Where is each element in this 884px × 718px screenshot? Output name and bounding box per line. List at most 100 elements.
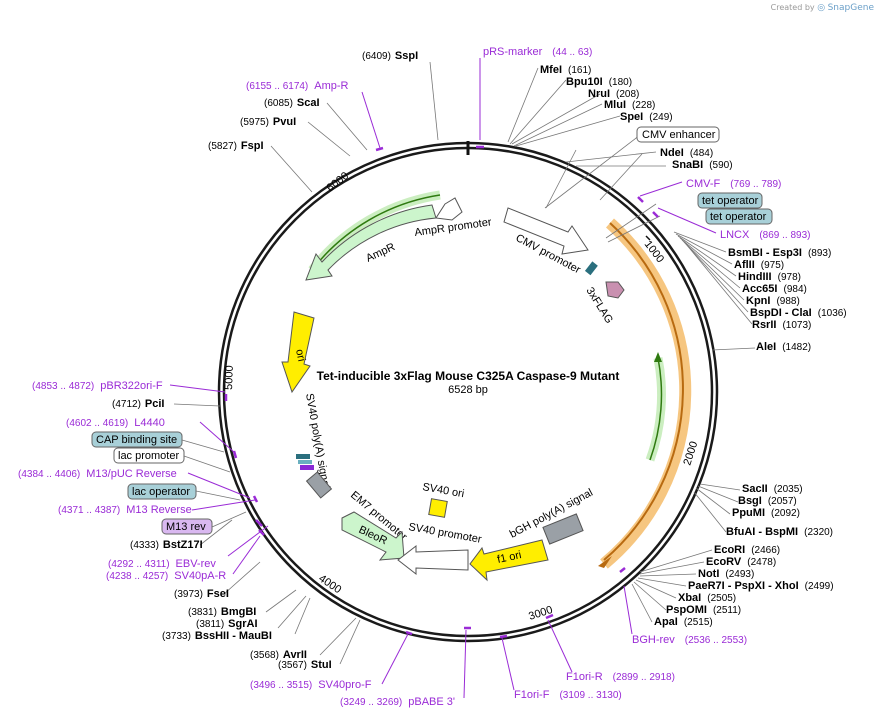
primer-pbabe3[interactable]: (3249 .. 3269)pBABE 3' — [340, 696, 455, 708]
site-alei[interactable]: AleI(1482) — [756, 341, 811, 353]
f1-ori-label: f1 ori — [496, 549, 522, 566]
site-srui[interactable]: NruI(208) — [588, 88, 639, 100]
box-tet-operator-2[interactable] — [705, 208, 773, 225]
sv40-promoter-arrow — [397, 544, 469, 576]
left-site-labels: (6409)SspI (6085)ScaI (5975)PvuI (5827)F… — [112, 50, 418, 671]
small-feature-teal-2 — [298, 460, 312, 464]
primer-ebv-rev[interactable]: (4292 .. 4311)EBV-rev — [108, 558, 216, 570]
primer-ticks — [224, 145, 659, 639]
site-ppumi[interactable]: PpuMI(2092) — [732, 507, 800, 519]
orf-arrow-green-right — [649, 357, 663, 461]
site-pspomi[interactable]: PspOMI(2511) — [666, 604, 741, 616]
site-hindiii[interactable]: HindIII(978) — [738, 271, 801, 283]
site-sacii[interactable]: SacII(2035) — [742, 483, 803, 495]
sv40-polya-box — [305, 471, 333, 499]
site-noti[interactable]: NotI(2493) — [698, 568, 754, 580]
site-snabi[interactable]: SnaBI(590) — [672, 159, 733, 171]
orf-arrowhead-green-right — [654, 352, 662, 362]
snapgene-logo-icon: ◎ — [817, 3, 826, 13]
tick-mark-1000 — [645, 235, 651, 241]
site-aflii[interactable]: AflII(975) — [734, 259, 784, 271]
box-tet-operator-1-text: tet operator — [702, 195, 759, 207]
ampr-arrow — [305, 204, 437, 281]
ori-arrow — [281, 311, 315, 394]
primer-m13-puc-reverse[interactable]: (4384 .. 4406)M13/pUC Reverse — [18, 468, 177, 480]
site-bpu10i[interactable]: Bpu10I(180) — [566, 76, 632, 88]
site-sgrai[interactable]: (3811)SgrAI — [196, 618, 258, 630]
site-bstz17i[interactable]: (4333)BstZ17I — [130, 539, 203, 551]
site-xbai[interactable]: XbaI(2505) — [678, 592, 736, 604]
orf-arrow-orange — [603, 222, 684, 561]
site-ndei[interactable]: NdeI(484) — [660, 147, 713, 159]
primer-cmv-f[interactable]: CMV-F(769 .. 789) — [686, 178, 781, 190]
cmv-promoter-arrow — [503, 207, 589, 255]
plasmid-name: Tet-inducible 3xFlag Mouse C325A Caspase… — [317, 369, 620, 383]
primer-amp-r[interactable]: (6155 .. 6174)Amp-R — [246, 80, 349, 92]
site-stui[interactable]: (3567)StuI — [278, 659, 332, 671]
sv40-promoter-label: SV40 promoter — [407, 521, 482, 546]
site-bsmbi[interactable]: BsmBI - Esp3I(893) — [728, 247, 831, 259]
primer-bgh-rev[interactable]: BGH-rev(2536 .. 2553) — [632, 634, 747, 646]
site-acc65i[interactable]: Acc65I(984) — [742, 283, 807, 295]
site-bmgbi[interactable]: (3831)BmgBI — [188, 606, 256, 618]
snapgene-credit: Created by ◎ SnapGene — [771, 3, 874, 13]
site-bsshii[interactable]: (3733)BssHII - MauBI — [162, 630, 272, 642]
primer-lncx[interactable]: LNCX(869 .. 893) — [720, 229, 811, 241]
box-lac-promoter-text: lac promoter — [118, 450, 179, 462]
primer-labels: pRS-marker(44 .. 63) (6155 .. 6174)Amp-R… — [18, 46, 811, 708]
site-ecori[interactable]: EcoRI(2466) — [714, 544, 780, 556]
right-site-labels: MfeI(161) Bpu10I(180) NruI(208) MluI(228… — [540, 64, 847, 628]
site-apai[interactable]: ApaI(2515) — [654, 616, 713, 628]
credit-prefix: Created by — [770, 3, 815, 12]
site-ecorv[interactable]: EcoRV(2478) — [706, 556, 776, 568]
ori-label: ori — [293, 348, 307, 362]
sv40-ori-label: SV40 ori — [421, 481, 465, 500]
tet-operator-marker — [584, 261, 598, 276]
box-cmv-enhancer[interactable] — [636, 126, 720, 143]
plasmid-size: 6528 bp — [448, 384, 488, 396]
box-lac-promoter[interactable] — [113, 447, 185, 464]
primer-l4440[interactable]: (4602 .. 4619)L4440 — [66, 417, 165, 429]
site-fsei[interactable]: (3973)FseI — [174, 588, 229, 600]
primer-m13-reverse[interactable]: (4371 .. 4387)M13 Reverse — [58, 504, 192, 516]
primer-pbr322ori-f[interactable]: (4853 .. 4872)pBR322ori-F — [32, 380, 163, 392]
box-lac-operator[interactable] — [127, 483, 197, 500]
box-cap-binding-site[interactable] — [91, 431, 183, 448]
primer-sv40pa-r[interactable]: (4238 .. 4257)SV40pA-R — [106, 570, 226, 582]
site-scai[interactable]: (6085)ScaI — [264, 97, 320, 109]
site-mlui[interactable]: MluI(228) — [604, 99, 655, 111]
site-avrii[interactable]: (3568)AvrII — [250, 649, 307, 661]
box-m13-rev[interactable] — [161, 518, 213, 535]
box-lac-operator-text: lac operator — [132, 486, 190, 498]
site-kpni[interactable]: KpnI(988) — [746, 295, 800, 307]
sv40-ori-box — [428, 498, 448, 518]
box-cmv-enhancer-text: CMV enhancer — [642, 129, 716, 141]
boxed-labels: CMV enhancer tet operator tet operator C… — [91, 126, 773, 535]
box-tet-operator-1[interactable] — [697, 192, 763, 209]
primer-f1ori-r[interactable]: F1ori-R(2899 .. 2918) — [566, 671, 675, 683]
site-sspi[interactable]: (6409)SspI — [362, 50, 418, 62]
primer-f1ori-f[interactable]: F1ori-F(3109 .. 3130) — [514, 689, 622, 701]
box-tet-operator-2-text: tet operator — [710, 211, 767, 223]
site-xhoi[interactable]: PaeR7I - PspXI - XhoI(2499) — [688, 580, 834, 592]
site-bfuai[interactable]: BfuAI - BspMI(2320) — [726, 526, 833, 538]
box-m13-rev-text: M13 rev — [166, 521, 206, 533]
primer-sv40pro-f[interactable]: (3496 .. 3515)SV40pro-F — [250, 679, 372, 691]
credit-brand: SnapGene — [827, 3, 874, 13]
small-feature-teal-1 — [296, 454, 310, 459]
tick-3000: 3000 — [527, 604, 554, 623]
site-rsrii[interactable]: RsrII(1073) — [752, 319, 811, 331]
box-cap-binding-site-text: CAP binding site — [96, 434, 177, 446]
site-bspdi[interactable]: BspDI - ClaI(1036) — [750, 307, 847, 319]
site-pcii[interactable]: (4712)PciI — [112, 398, 164, 410]
ampr-highlight-line — [311, 194, 441, 271]
site-pvui[interactable]: (5975)PvuI — [240, 116, 296, 128]
site-bsgi[interactable]: BsgI(2057) — [738, 495, 797, 507]
primer-prs-marker[interactable]: pRS-marker(44 .. 63) — [483, 46, 592, 58]
site-fspi[interactable]: (5827)FspI — [208, 140, 264, 152]
flag-arrow — [605, 281, 625, 299]
site-spei[interactable]: SpeI(249) — [620, 111, 673, 123]
f1-ori-arrow — [469, 539, 549, 582]
site-mfei[interactable]: MfeI(161) — [540, 64, 591, 76]
